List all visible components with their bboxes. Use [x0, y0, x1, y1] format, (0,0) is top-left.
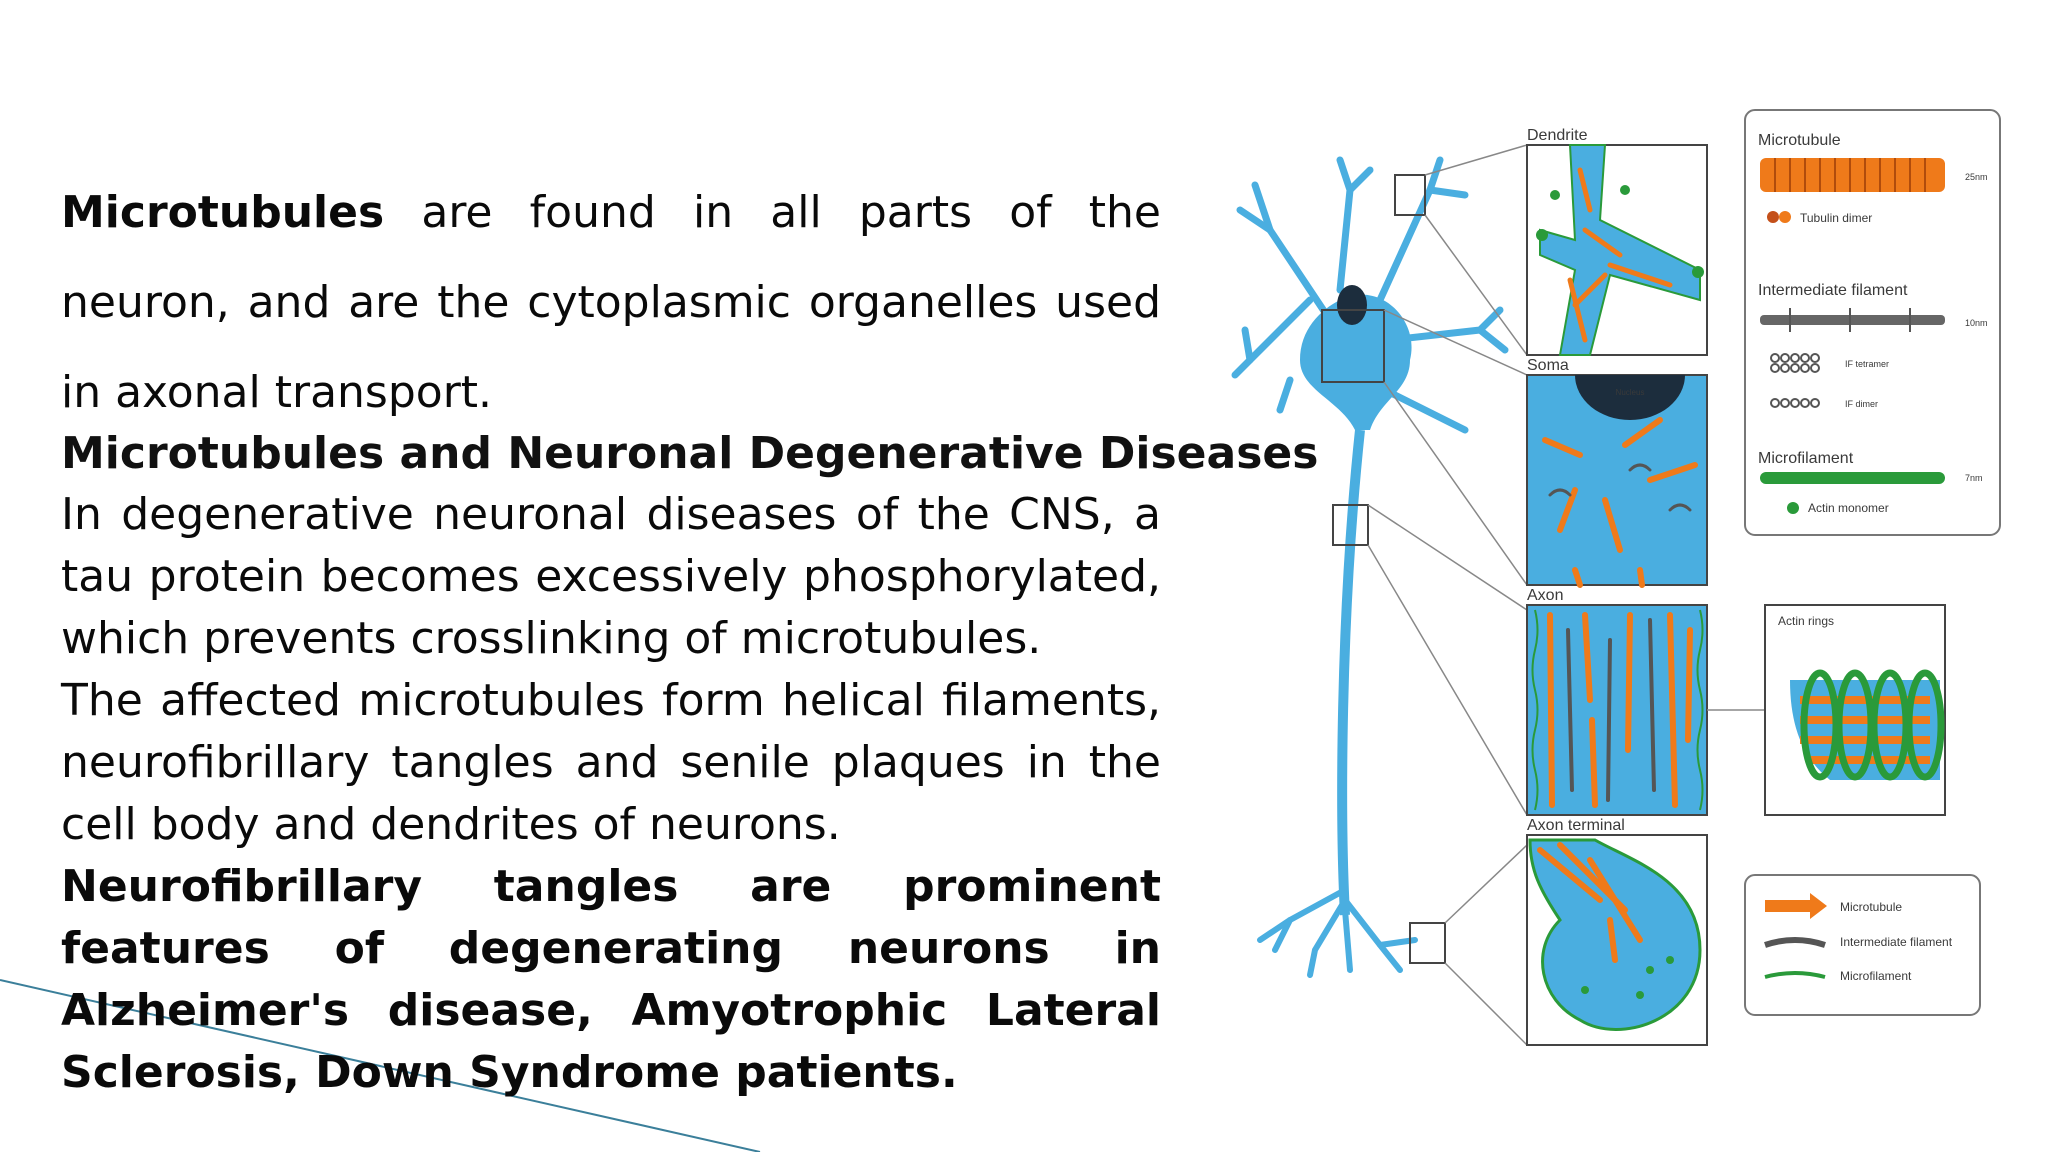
paragraph-helical-filaments: The affected microtubules form helical f… [61, 675, 1161, 850]
tubulin-dimer-label: Tubulin dimer [1800, 211, 1872, 225]
nucleus-label: Nucleus [1616, 388, 1645, 397]
dendrite-panel: Dendrite [1526, 127, 1708, 356]
microtubule-title: Microtubule [1758, 132, 1841, 149]
soma-label: Soma [1527, 357, 1569, 374]
legend-microfilament: Microfilament [1840, 969, 1912, 983]
legend-intermediate-filament-swatch [1764, 937, 1826, 948]
legend-microfilament-swatch [1764, 971, 1826, 979]
microfilament-illustration [1760, 472, 1945, 484]
if-tetramer-illustration [1770, 353, 1820, 373]
neuron-illustration [1231, 144, 1528, 1046]
legend-intermediate-filament: Intermediate filament [1840, 935, 1953, 949]
section-heading: Microtubules and Neuronal Degenerative D… [61, 428, 1319, 479]
neuron-cytoskeleton-diagram: Dendrite Soma Nucleus [1231, 109, 2001, 1046]
actin-rings-panel: Actin rings [1764, 604, 1946, 816]
microtubule-size: 25nm [1965, 172, 1988, 182]
intro-text: are found in all parts of the neuron, an… [61, 187, 1161, 418]
paragraph-neurofibrillary-tangles: Neurofibrillary tangles are prominent fe… [61, 861, 1161, 1098]
microfilament-title: Microfilament [1758, 450, 1854, 467]
term-microtubules: Microtubules [61, 187, 385, 238]
if-tetramer-label: IF tetramer [1845, 359, 1889, 369]
if-dimer-label: IF dimer [1845, 399, 1878, 409]
if-dimer-illustration [1770, 398, 1820, 408]
intermediate-filament-size: 10nm [1965, 318, 1988, 328]
axon-terminal-panel: Axon terminal [1526, 817, 1708, 1046]
paragraph-tau-protein: In degenerative neuronal diseases of the… [61, 489, 1161, 664]
legend-box: Microtubule Intermediate filament Microf… [1744, 874, 1981, 1016]
dendrite-label: Dendrite [1527, 127, 1588, 144]
actin-monomer-label: Actin monomer [1808, 501, 1889, 515]
axon-label: Axon [1527, 587, 1563, 604]
legend-microtubule-swatch [1765, 893, 1827, 919]
axon-panel: Axon [1526, 587, 1765, 816]
filament-types-box: Microtubule 25nm Tubulin dimer Intermedi… [1744, 109, 2001, 536]
microtubule-illustration [1760, 158, 1945, 192]
actin-rings-label: Actin rings [1778, 614, 1834, 628]
intermediate-filament-title: Intermediate filament [1758, 282, 1908, 299]
soma-panel: Soma Nucleus [1526, 357, 1708, 588]
intermediate-filament-illustration [1760, 308, 1945, 332]
axon-terminal-label: Axon terminal [1527, 817, 1625, 834]
microfilament-size: 7nm [1965, 473, 1983, 483]
legend-microtubule: Microtubule [1840, 900, 1902, 914]
paragraph-microtubules-intro: Microtubules are found in all parts of t… [61, 168, 1161, 438]
